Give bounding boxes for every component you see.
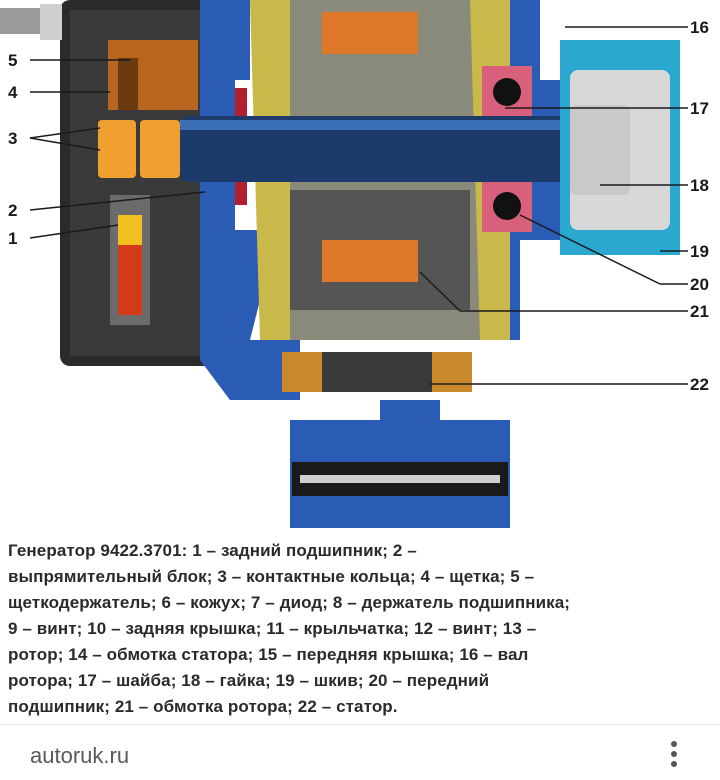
rotor-shaft (180, 116, 600, 182)
label-19: 19 (690, 242, 709, 261)
label-4: 4 (8, 83, 18, 102)
image-caption: Генератор 9422.3701: 1 – задний подшипни… (8, 538, 708, 720)
image-source-bar: autoruk.ru (0, 725, 720, 780)
stator-winding-right (432, 352, 472, 392)
rotor-winding-bottom (322, 240, 418, 282)
rotor-winding-top (322, 12, 418, 54)
label-3: 3 (8, 129, 17, 148)
caption-line: Генератор 9422.3701: 1 – задний подшипни… (8, 541, 417, 560)
caption-line: ротор; 14 – обмотка статора; 15 – передн… (8, 645, 529, 664)
pulley-nut (570, 105, 630, 195)
more-vertical-icon[interactable] (668, 741, 680, 773)
label-18: 18 (690, 176, 709, 195)
generator-cutaway-illustration: 16 17 18 19 20 21 22 5 4 3 2 1 (0, 0, 709, 528)
label-21: 21 (690, 302, 709, 321)
caption-line: 9 – винт; 10 – задняя крышка; 11 – крыль… (8, 619, 537, 638)
leader-lines (29, 26, 688, 385)
rotor-shaft-highlight (180, 120, 600, 130)
label-20: 20 (690, 275, 709, 294)
front-bearing-ball-bottom (493, 192, 521, 220)
brush (118, 58, 138, 110)
caption-line: щеткодержатель; 6 – кожух; 7 – диод; 8 –… (8, 593, 571, 612)
rear-cover (200, 0, 300, 400)
label-17: 17 (690, 99, 709, 118)
caption-line: ротора; 17 – шайба; 18 – гайка; 19 – шки… (8, 671, 490, 690)
label-16: 16 (690, 18, 709, 37)
label-22: 22 (690, 375, 709, 394)
slip-ring-1 (98, 120, 136, 178)
rectifier-hot (118, 215, 142, 245)
generator-diagram[interactable]: 16 17 18 19 20 21 22 5 4 3 2 1 (0, 0, 720, 532)
divider (0, 724, 720, 725)
source-link[interactable]: autoruk.ru (30, 743, 130, 768)
mount-bolt (300, 475, 500, 483)
caption-line: подшипник; 21 – обмотка ротора; 22 – ста… (8, 697, 398, 716)
stator-winding-left (282, 352, 322, 392)
slip-ring-2 (140, 120, 180, 178)
front-bearing-ball-top (493, 78, 521, 106)
label-2: 2 (8, 201, 17, 220)
label-5: 5 (8, 51, 17, 70)
caption-line: выпрямительный блок; 3 – контактные коль… (8, 567, 535, 586)
label-1: 1 (8, 229, 17, 248)
terminal-nut (40, 4, 62, 40)
